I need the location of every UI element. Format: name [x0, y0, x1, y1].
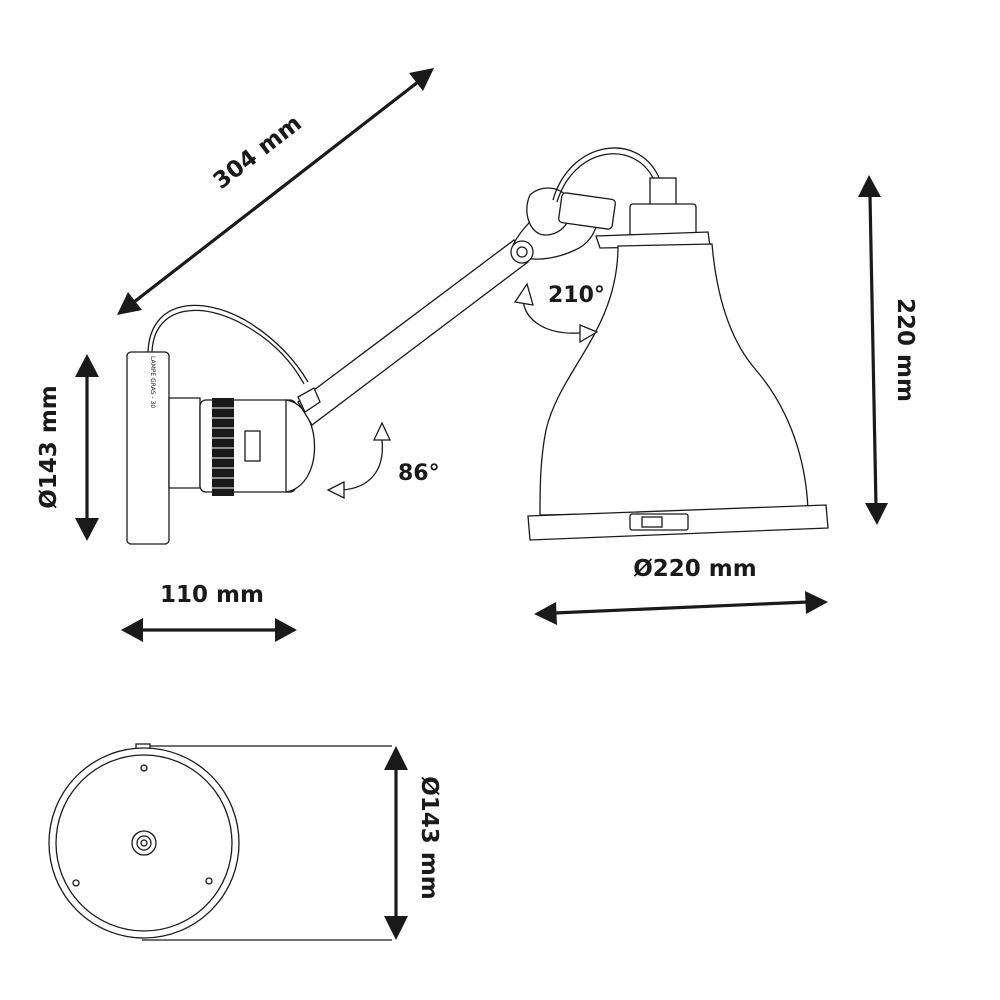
upper-cable: [552, 147, 661, 201]
backplate-marking: LAMPE GRAS - 30: [149, 356, 156, 408]
top-view-screw-hole-right: [205, 877, 213, 885]
backplate-diameter-arrowhead-bottom: [75, 518, 99, 541]
arm-length-arrowhead-start: [117, 292, 142, 315]
wall-backplate: LAMPE GRAS - 30: [126, 351, 170, 545]
base-angle-arrowhead-left: [326, 480, 345, 500]
shade-height-arrowhead-bottom: [865, 503, 888, 525]
base-angle-arc: [341, 439, 384, 491]
backplate-diameter-label: Ø143 mm: [36, 385, 62, 509]
top-view-center-hole: [136, 835, 152, 851]
backplate-diameter-dimension: Ø143 mm: [36, 354, 99, 541]
shade-angle-arrowhead-up: [513, 282, 534, 306]
top-view-center-pin: [140, 839, 148, 847]
base-angle-label: 86°: [398, 461, 440, 486]
shade-angle-label: 210°: [548, 283, 605, 308]
base-depth-arrowhead-right: [275, 618, 297, 642]
shade-height-arrow-line: [868, 195, 878, 507]
top-view-screw-hole-top: [140, 764, 148, 772]
shade-bracket: [558, 192, 616, 230]
shade-diameter-dimension: Ø220 mm: [534, 556, 828, 625]
switch-button: [244, 430, 261, 462]
lower-cable-inner: [151, 309, 305, 385]
backplate-diameter-arrowhead-top: [75, 354, 99, 377]
arm-length-arrowhead-end: [409, 68, 434, 91]
lamp-shade: [527, 177, 829, 541]
shade-diameter-label: Ø220 mm: [633, 556, 757, 582]
top-view-diameter-arrowhead-bottom: [384, 916, 408, 940]
base-angle-arrowhead-up: [372, 421, 392, 441]
shade-socket-top: [649, 177, 677, 207]
arm-tube: [297, 239, 529, 426]
mounting-stem: [168, 397, 201, 489]
arm-length-dimension: 304 mm: [117, 68, 434, 315]
arm-length-arrow-line: [133, 80, 419, 304]
top-view-diameter-dimension: Ø143 mm: [384, 746, 442, 940]
shade-clip-inner: [641, 516, 663, 528]
joint-cap: [285, 399, 316, 493]
top-view-screw-hole-left: [72, 879, 80, 887]
shade-height-label: 220 mm: [892, 298, 918, 402]
lower-cable: [147, 304, 309, 383]
knurled-ring: [212, 398, 234, 496]
arm-pivot-inner: [516, 246, 528, 258]
base-depth-dimension: 110 mm: [121, 582, 297, 642]
shade-angle-arrowhead-right: [579, 324, 599, 344]
shade-clip: [629, 513, 689, 531]
shade-diameter-arrowhead-right: [805, 591, 828, 614]
upper-cable-inner: [556, 153, 656, 203]
shade-diameter-arrowhead-left: [534, 602, 557, 625]
top-view-outer-circle: [48, 747, 240, 939]
shade-height-arrowhead-top: [858, 175, 881, 197]
arm-pivot: [510, 240, 534, 264]
base-angle-dimension: 86°: [326, 421, 440, 500]
arm-length-label: 304 mm: [209, 110, 307, 194]
top-view-inner-circle: [55, 754, 233, 932]
base-depth-label: 110 mm: [160, 582, 264, 608]
top-view-diameter-arrowhead-top: [384, 746, 408, 770]
arm-collar-lower: [297, 387, 321, 413]
shade-angle-dimension: 210°: [513, 282, 605, 344]
backplate-body: [126, 351, 170, 545]
top-view-center-boss: [131, 830, 157, 856]
shade-height-dimension: 220 mm: [858, 175, 918, 525]
shade-angle-arc: [522, 299, 581, 334]
base-joint: [199, 398, 316, 496]
shade-diameter-arrow-line: [553, 600, 809, 615]
lamp-arm: [297, 187, 616, 426]
top-view-diameter-label: Ø143 mm: [416, 776, 442, 900]
backplate-top-view: [48, 743, 392, 941]
base-depth-arrowhead-left: [121, 618, 143, 642]
